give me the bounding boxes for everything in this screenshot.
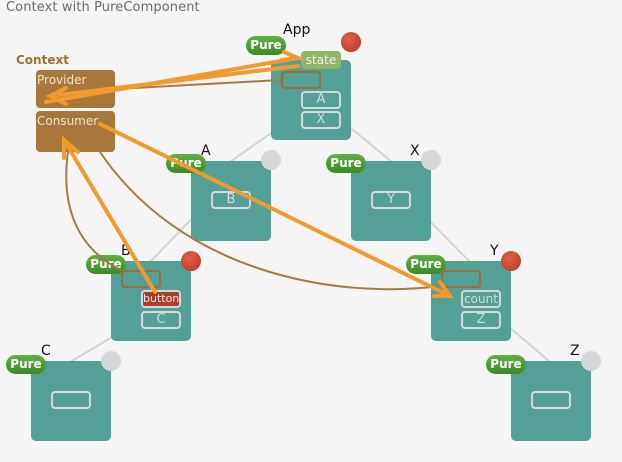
idle-indicator (581, 351, 601, 371)
node-app-name: App (283, 22, 311, 38)
node-c-name: C (41, 343, 51, 359)
diagram-title: Context with PureComponent (6, 0, 200, 15)
context-consumer: Consumer (36, 111, 115, 152)
node-y-name: Y (490, 243, 499, 259)
slot-y: Y (371, 191, 411, 209)
slot-a: A (301, 91, 341, 109)
pure-badge: Pure (166, 154, 206, 173)
slot-empty (51, 391, 91, 409)
node-z-name: Z (570, 343, 580, 359)
pure-badge: Pure (486, 355, 526, 374)
button-element[interactable]: button (141, 290, 181, 308)
pure-badge: Pure (6, 355, 46, 374)
slot-state: state (301, 51, 341, 69)
slot-count: count (461, 290, 501, 308)
pure-badge: Pure (406, 255, 446, 274)
context-provider: Provider (36, 70, 115, 108)
context-line-b (65, 151, 122, 271)
idle-indicator (101, 351, 121, 371)
arrowhead (280, 50, 306, 62)
rerender-indicator (181, 251, 201, 271)
node-c (31, 361, 111, 441)
node-z (511, 361, 591, 441)
rerender-indicator (341, 32, 361, 52)
slot-x: X (301, 111, 341, 129)
slot-consumer (441, 270, 481, 288)
idle-indicator (261, 150, 281, 170)
context-line-provider (114, 79, 282, 90)
slot-c: C (141, 311, 181, 329)
idle-indicator (421, 150, 441, 170)
pure-badge: Pure (246, 36, 286, 55)
slot-b: B (211, 191, 251, 209)
node-x-name: X (410, 143, 420, 159)
provider-label: Provider (37, 73, 87, 87)
pure-badge: Pure (86, 255, 126, 274)
rerender-indicator (501, 251, 521, 271)
consumer-label: Consumer (37, 114, 99, 128)
slot-consumer (121, 270, 161, 288)
pure-badge: Pure (326, 154, 366, 173)
slot-z: Z (461, 311, 501, 329)
slot-empty (531, 391, 571, 409)
context-label: Context (16, 53, 69, 67)
slot-provider (281, 71, 321, 89)
